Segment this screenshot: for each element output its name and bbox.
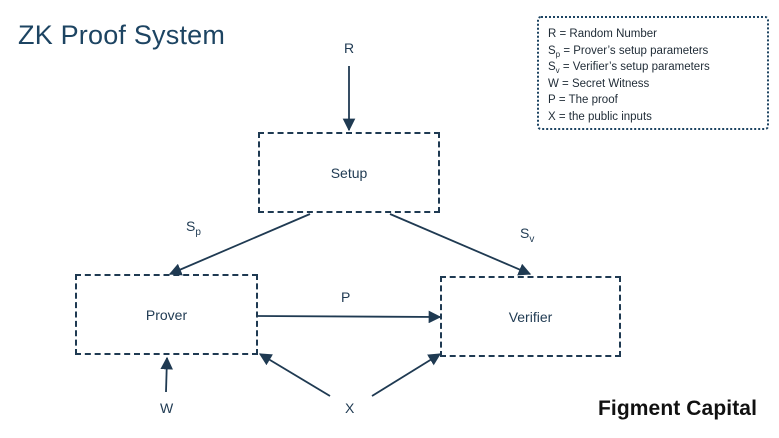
arrow-prover-to-verifier — [257, 310, 442, 324]
arrow-w-to-prover — [160, 356, 173, 393]
label-w: W — [160, 400, 174, 416]
legend-item: Sp = Prover’s setup parameters — [548, 44, 709, 59]
legend-item: Sv = Verifier’s setup parameters — [548, 61, 710, 75]
setup-node: Setup — [258, 132, 440, 213]
page-title: ZK Proof System — [18, 20, 226, 50]
brand-logo-text: Figment Capital — [598, 397, 758, 420]
verifier-node: Verifier — [440, 276, 621, 357]
label-p: P — [341, 289, 351, 305]
prover-node: Prover — [75, 274, 258, 355]
label-sv: Sv — [520, 225, 535, 245]
legend-item: P = The proof — [548, 94, 618, 106]
label-r: R — [344, 40, 355, 56]
arrow-x-to-prover — [258, 353, 331, 397]
legend-item: W = Secret Witness — [548, 77, 650, 90]
arrow-setup-to-verifier — [389, 213, 532, 276]
verifier-label: Verifier — [508, 308, 553, 325]
legend: R = Random Number Sp = Prover’s setup pa… — [537, 16, 769, 130]
label-sp: Sp — [186, 218, 201, 238]
prover-label: Prover — [145, 306, 188, 323]
legend-item: X = the public inputs — [548, 110, 652, 123]
arrow-x-to-verifier — [371, 353, 442, 397]
legend-item: R = Random Number — [548, 28, 657, 40]
arrow-setup-to-prover — [168, 213, 311, 276]
label-x: X — [345, 400, 355, 416]
setup-label: Setup — [330, 164, 368, 181]
